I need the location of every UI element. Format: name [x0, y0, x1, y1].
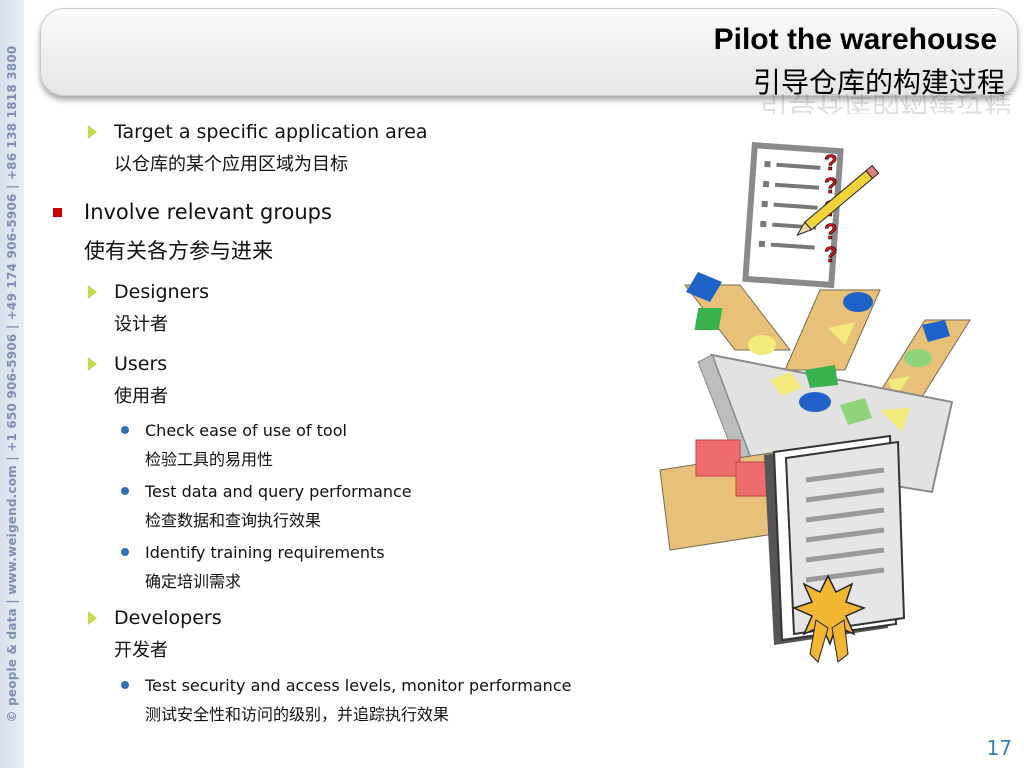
- dot-bullet-icon: [121, 548, 129, 556]
- item-involve-en: Involve relevant groups: [84, 200, 332, 224]
- item-designers-en: Designers: [114, 281, 209, 303]
- dot-bullet-icon: [121, 487, 129, 495]
- item-training-en: Identify training requirements: [145, 543, 385, 562]
- warehouse-clipart-icon: ? ? ? ? ?: [659, 142, 971, 663]
- page-number: 17: [986, 736, 1012, 760]
- title-box: Pilot the warehouse 引导仓库的构建过程: [40, 8, 1018, 99]
- triangle-bullet-icon: [88, 125, 97, 139]
- item-developers-en: Developers: [114, 607, 222, 629]
- sidebar-copyright: © people & data | www.weigend.com | +1 6…: [5, 45, 19, 723]
- slide-title: Pilot the warehouse: [713, 23, 997, 56]
- item-ease-en: Check ease of use of tool: [145, 421, 347, 440]
- item-developers-zh: 开发者: [114, 640, 168, 661]
- question-mark: ?: [824, 150, 837, 175]
- question-mark: ?: [824, 219, 837, 244]
- item-target-en: Target a specific application area: [114, 121, 428, 143]
- item-security-en: Test security and access levels, monitor…: [145, 676, 572, 695]
- item-ease-zh: 检验工具的易用性: [145, 450, 274, 469]
- sidebar: © people & data | www.weigend.com | +1 6…: [0, 0, 24, 768]
- question-mark: ?: [824, 242, 837, 267]
- item-target-zh: 以仓库的某个应用区域为目标: [114, 154, 348, 175]
- triangle-bullet-icon: [88, 285, 97, 299]
- item-involve-zh: 使有关各方参与进来: [84, 239, 273, 263]
- square-bullet-icon: [53, 208, 62, 217]
- item-designers-zh: 设计者: [114, 314, 168, 335]
- item-perf-en: Test data and query performance: [145, 482, 412, 501]
- item-users-zh: 使用者: [114, 386, 168, 407]
- dot-bullet-icon: [121, 681, 129, 689]
- item-users-en: Users: [114, 353, 168, 375]
- item-training-zh: 确定培训需求: [145, 572, 242, 591]
- item-perf-zh: 检查数据和查询执行效果: [145, 511, 322, 530]
- triangle-bullet-icon: [88, 611, 97, 625]
- slide-subtitle: 引导仓库的构建过程: [752, 66, 1005, 99]
- item-security-zh: 测试安全性和访问的级别，并追踪执行效果: [145, 705, 450, 724]
- question-mark: ?: [824, 173, 837, 198]
- subtitle-reflection: 引导仓库的构建过程: [759, 94, 1012, 114]
- dot-bullet-icon: [121, 426, 129, 434]
- triangle-bullet-icon: [88, 357, 97, 371]
